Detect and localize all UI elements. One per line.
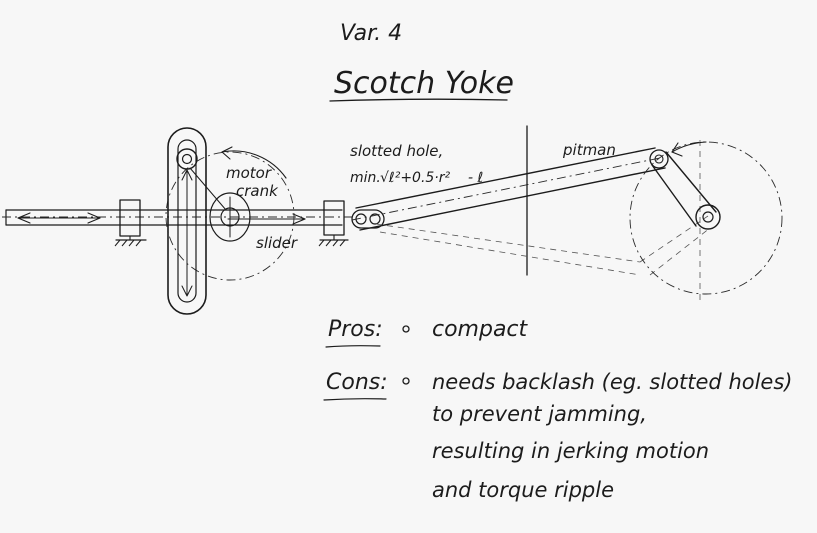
pitman-joint — [649, 149, 669, 169]
cons-line-3: resulting in jerking motion — [432, 439, 709, 463]
rotation-arrow-left — [221, 146, 287, 179]
slotted-hole-formula: min. √ℓ²+0.5·r² - ℓ — [350, 170, 483, 186]
pros-item: compact — [432, 317, 529, 342]
crank-circle — [165, 151, 295, 281]
slider-label: slider — [256, 234, 298, 252]
pros-label: Pros: — [328, 317, 383, 342]
stroke-arrow-left — [17, 212, 101, 224]
sheet-title: Scotch Yoke — [334, 66, 514, 101]
cons-underline — [323, 398, 387, 401]
crank-arm — [189, 167, 227, 211]
guide-bearing-left — [114, 199, 147, 247]
cons-label: Cons: — [326, 370, 388, 395]
slotted-hole-label: slotted hole, — [350, 142, 443, 160]
pros-underline — [325, 345, 381, 348]
title-underline — [329, 98, 508, 102]
cons-bullet — [402, 377, 410, 385]
slider-block — [209, 192, 251, 242]
stroke-arrow-right — [227, 213, 306, 225]
pitman-rod — [351, 147, 666, 231]
rotation-arrow-right — [671, 141, 707, 157]
cons-line-4: and torque ripple — [432, 478, 614, 502]
pitman-label: pitman — [562, 141, 616, 159]
svg-text:- ℓ: - ℓ — [468, 170, 483, 186]
crank-pin — [176, 148, 198, 170]
scotch-yoke-frame — [167, 127, 207, 315]
cons-line-1: needs backlash (eg. slotted holes) — [432, 370, 793, 394]
pros-bullet — [402, 325, 410, 333]
motor-label: motor — [226, 164, 272, 182]
svg-text:√ℓ²+0.5·r²: √ℓ²+0.5·r² — [380, 170, 451, 186]
guide-bearing-right — [318, 200, 349, 247]
alternate-position — [375, 140, 711, 300]
crank-label-text: crank — [236, 182, 279, 200]
variant-label: Var. 4 — [340, 21, 402, 46]
drive-shaft — [695, 204, 721, 230]
drive-crank-circle — [629, 141, 783, 295]
cons-line-2: to prevent jamming, — [432, 402, 647, 426]
svg-text:min.: min. — [350, 170, 381, 186]
drive-crank-arm — [651, 151, 717, 227]
